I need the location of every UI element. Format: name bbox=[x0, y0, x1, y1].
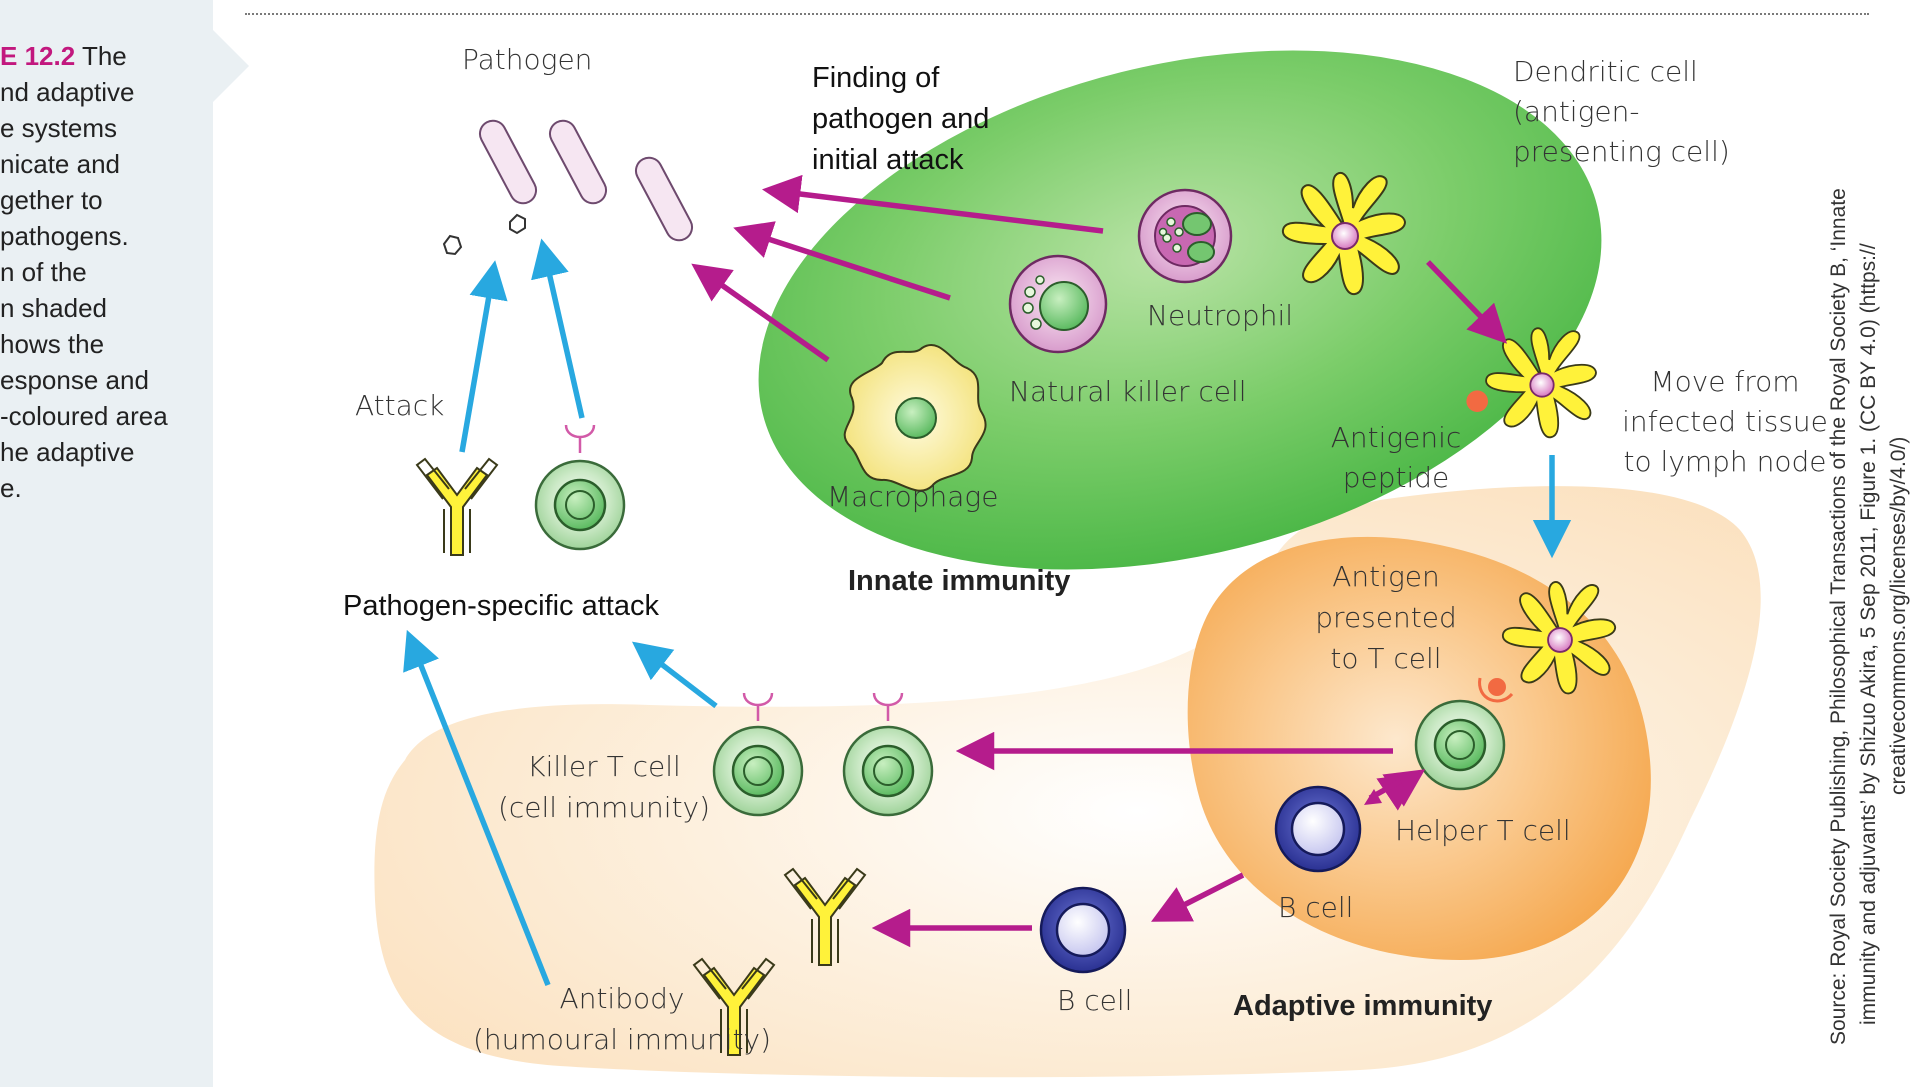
b-cell-label: B cell bbox=[1057, 984, 1133, 1017]
macrophage-attack-arrow bbox=[691, 263, 830, 363]
caption-line: -coloured area bbox=[0, 401, 168, 431]
caption-panel: E 12.2 The nd adaptive e systems nicate … bbox=[0, 0, 213, 1087]
natural-killer-cell bbox=[1008, 254, 1108, 354]
innate-immunity-label: Innate immunity bbox=[848, 565, 1071, 597]
b-cell-lymph bbox=[1274, 785, 1362, 873]
caption-line: hows the bbox=[0, 329, 105, 359]
caption-line: The bbox=[81, 41, 127, 71]
caption-line: e systems bbox=[0, 113, 118, 143]
caption-line: pathogens. bbox=[0, 221, 129, 251]
dendritic-label: Dendritic cell (antigen- presenting cell… bbox=[1513, 55, 1730, 168]
helper-t-label: Helper T cell bbox=[1395, 814, 1571, 847]
dendritic-migration-arrow bbox=[1426, 260, 1508, 344]
t-cell-attack bbox=[534, 423, 626, 551]
innate-arrows bbox=[691, 174, 1508, 948]
pathogen-rod bbox=[478, 119, 538, 205]
b-cell-lymph-label: B cell bbox=[1278, 891, 1354, 924]
adaptive-immunity-label: Adaptive immunity bbox=[1233, 990, 1493, 1022]
caption-line: n of the bbox=[0, 257, 87, 287]
neutrophil-cell bbox=[1137, 188, 1233, 284]
mhc-peptide-contact bbox=[1478, 677, 1514, 703]
pathogen-rod bbox=[634, 156, 694, 242]
figure-number: E 12.2 bbox=[0, 41, 76, 71]
macrophage-cell bbox=[843, 344, 987, 492]
caption-line: esponse and bbox=[0, 365, 149, 395]
neutrophil-label: Neutrophil bbox=[1147, 299, 1294, 332]
adaptive-arrows bbox=[403, 238, 1572, 987]
antibody-attack-arrow bbox=[459, 260, 508, 453]
finding-label: Finding of pathogen and initial attack bbox=[812, 62, 990, 176]
caption-line: nicate and bbox=[0, 149, 120, 179]
pathogen-debris bbox=[442, 213, 526, 256]
antibody-label: Antibody (humoural immunity) bbox=[473, 982, 771, 1056]
helper-b-cell-link bbox=[1376, 769, 1426, 811]
pathogen-rod bbox=[548, 119, 608, 205]
move-label: Move from infected tissue to lymph node bbox=[1622, 365, 1828, 478]
caption-line: e. bbox=[0, 473, 22, 503]
macrophage-label: Macrophage bbox=[827, 480, 999, 513]
antibody-to-specific-arrow bbox=[403, 629, 551, 987]
figure-caption: E 12.2 The nd adaptive e systems nicate … bbox=[0, 38, 213, 506]
source-credit: Source: Royal Society Publishing, Philos… bbox=[1827, 188, 1910, 1045]
antigenic-peptide-dot bbox=[1466, 390, 1488, 412]
killer-to-specific-arrow bbox=[631, 641, 718, 709]
tcell-attack-arrow bbox=[531, 238, 585, 419]
caption-line: gether to bbox=[0, 185, 103, 215]
caption-line: nd adaptive bbox=[0, 77, 135, 107]
caption-line: he adaptive bbox=[0, 437, 135, 467]
killer-t-label: Killer T cell (cell immunity) bbox=[497, 750, 711, 824]
top-dotted-rule bbox=[245, 13, 1869, 15]
caption-pointer bbox=[213, 30, 249, 102]
pathogen-group bbox=[478, 119, 694, 242]
attack-label: Attack bbox=[355, 389, 445, 422]
caption-line: n shaded bbox=[0, 293, 107, 323]
antigenic-peptide-label: Antigenic peptide bbox=[1330, 421, 1462, 494]
antigen-presented-label: Antigen presented to T cell bbox=[1315, 560, 1457, 675]
bcell-lymph-to-bcell-arrow bbox=[1151, 872, 1245, 922]
nk-attack-arrow bbox=[733, 221, 951, 301]
helper-t-cell bbox=[1414, 699, 1506, 791]
pathogen-specific-label: Pathogen-specific attack bbox=[343, 590, 659, 622]
natural-killer-label: Natural killer cell bbox=[1009, 375, 1247, 408]
pathogen-label: Pathogen bbox=[462, 43, 593, 76]
antibody-attack bbox=[416, 458, 498, 556]
b-cell bbox=[1039, 886, 1127, 974]
dendritic-cell-migrating bbox=[1466, 327, 1597, 439]
neutrophil-attack-arrow bbox=[761, 174, 1104, 234]
